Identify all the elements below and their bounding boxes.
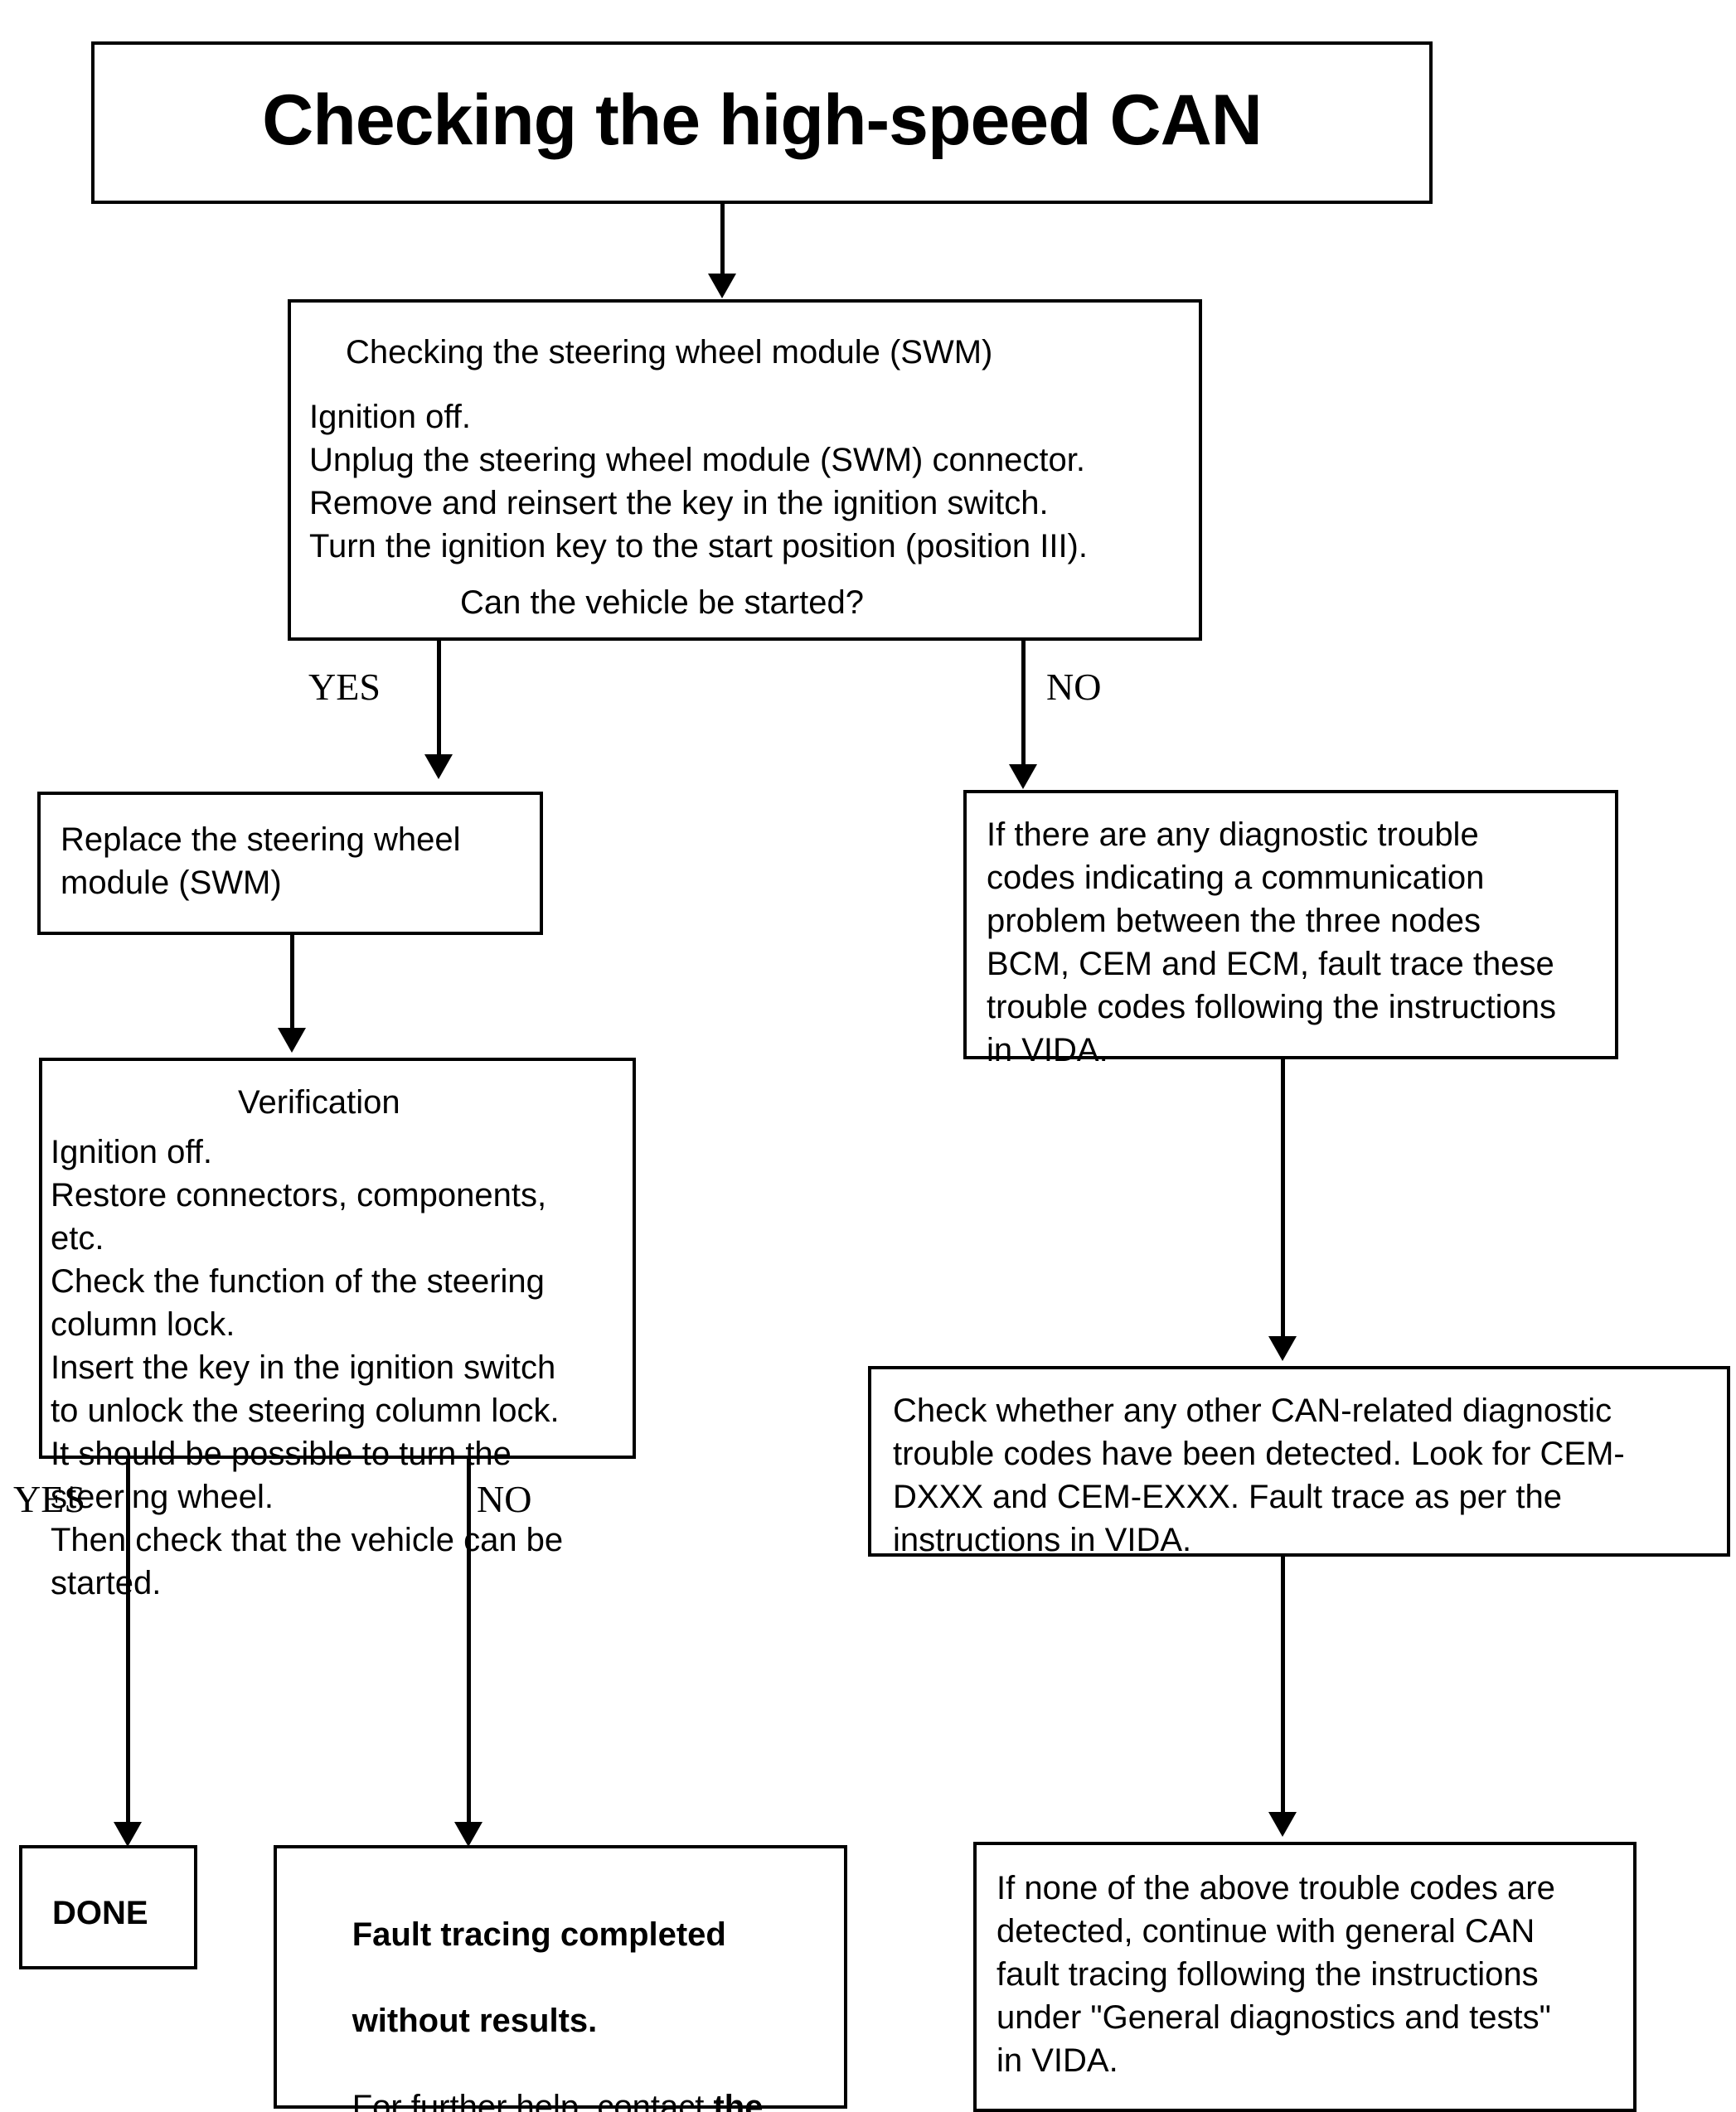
connector-swm-yes [437, 641, 441, 761]
page-title: Checking the high-speed CAN [262, 80, 1263, 160]
dtc-communication-text: If there are any diagnostic trouble code… [987, 816, 1557, 1068]
fault-tracing-line3-bold: the [713, 2089, 764, 2112]
other-can-codes-text: Check whether any other CAN-related diag… [893, 1393, 1625, 1558]
arrowhead-swm-no [1009, 764, 1037, 789]
fault-tracing-text: Fault tracing completed without results.… [297, 1870, 764, 2112]
connector-verify-no [467, 1459, 471, 1829]
connector-replace-to-verification [290, 935, 294, 1034]
fault-tracing-box: Fault tracing completed without results.… [274, 1845, 847, 2112]
connector-title-to-swm [720, 204, 725, 280]
edge-label-verify-yes: YES [13, 1478, 85, 1520]
arrowhead-other-can-to-general [1268, 1812, 1297, 1837]
done-box: DONE [19, 1845, 197, 1969]
edge-label-swm-yes: YES [308, 666, 381, 708]
swm-check-box: Checking the steering wheel module (SWM)… [288, 299, 1202, 641]
edge-label-swm-no: NO [1046, 666, 1102, 708]
verification-heading: Verification [238, 1084, 400, 1121]
title-box: Checking the high-speed CAN [91, 41, 1433, 204]
connector-swm-no [1021, 641, 1026, 770]
replace-swm-box: Replace the steering wheel module (SWM) [37, 792, 543, 935]
swm-check-question: Can the vehicle be started? [460, 584, 864, 621]
other-can-codes-box: Check whether any other CAN-related diag… [868, 1366, 1730, 1558]
connector-dtc-to-other-can [1281, 1059, 1285, 1343]
fault-tracing-line3-plain: For further help, contact [352, 2089, 714, 2112]
verification-box: Verification Ignition off. Restore conne… [39, 1058, 636, 1601]
arrowhead-swm-yes [424, 754, 453, 779]
general-can-box: If none of the above trouble codes are d… [973, 1842, 1637, 2112]
arrowhead-title-to-swm [708, 274, 736, 298]
arrowhead-verify-no [454, 1822, 482, 1847]
connector-other-can-to-general [1281, 1557, 1285, 1818]
connector-verify-yes [126, 1459, 130, 1829]
swm-check-heading: Checking the steering wheel module (SWM) [346, 334, 993, 371]
verification-body: Ignition off. Restore connectors, compon… [51, 1134, 564, 1601]
arrowhead-replace-to-verification [278, 1028, 306, 1053]
fault-tracing-line1: Fault tracing completed [352, 1916, 726, 1953]
dtc-communication-box: If there are any diagnostic trouble code… [963, 790, 1618, 1068]
edge-label-verify-no: NO [477, 1478, 532, 1520]
general-can-text: If none of the above trouble codes are d… [997, 1870, 1555, 2079]
fault-tracing-line2: without results. [352, 2003, 598, 2039]
swm-check-body: Ignition off. Unplug the steering wheel … [309, 399, 1088, 564]
replace-swm-text: Replace the steering wheel module (SWM) [61, 821, 461, 901]
arrowhead-verify-yes [114, 1822, 142, 1847]
arrowhead-dtc-to-other-can [1268, 1336, 1297, 1361]
done-text: DONE [52, 1895, 148, 1931]
